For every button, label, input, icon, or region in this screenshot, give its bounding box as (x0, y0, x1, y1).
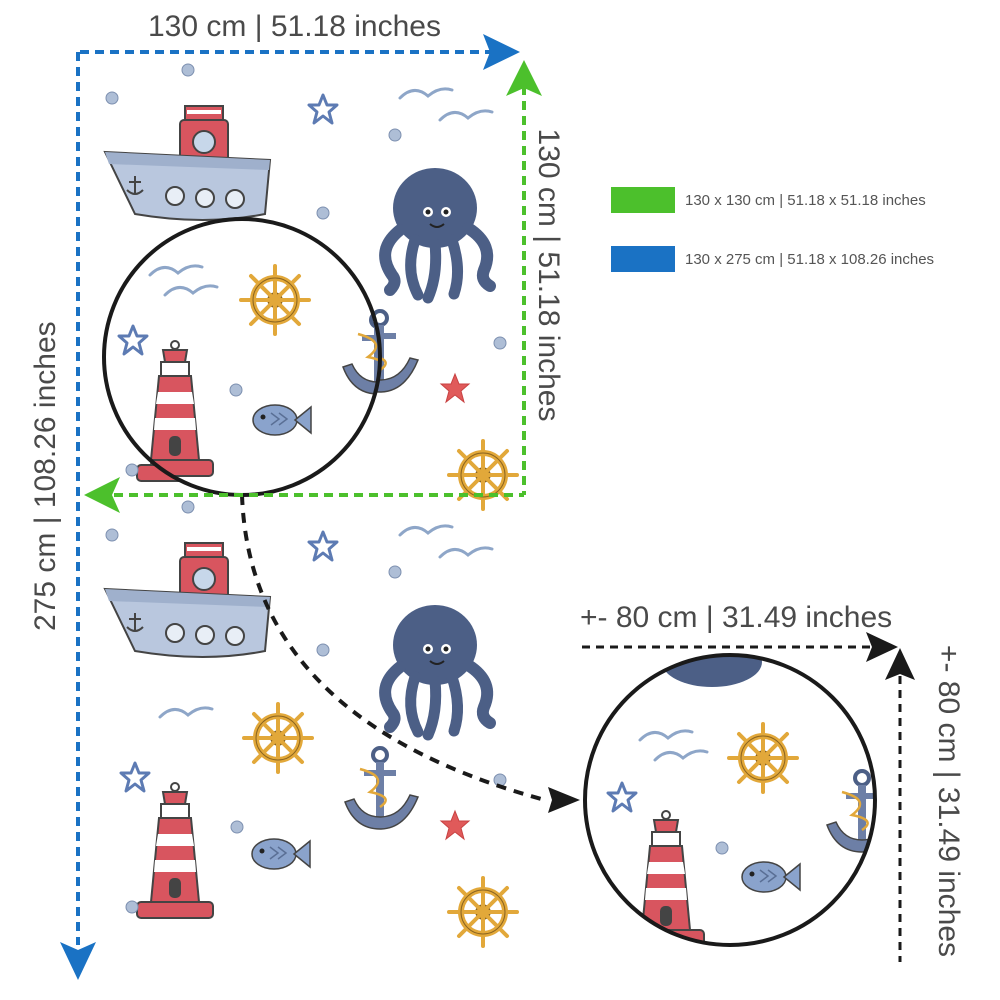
zoom-circle (583, 653, 877, 947)
legend-item-full: 130 x 275 cm | 51.18 x 108.26 inches (611, 246, 934, 272)
dimension-square-height: 130 cm | 51.18 inches (532, 128, 565, 422)
zoom-dimension-lines (582, 632, 915, 962)
connector-arrow (240, 494, 580, 813)
blue-dimension-lines (60, 34, 520, 980)
pattern-repeat-bottom (105, 501, 517, 946)
magnifier-circle (102, 217, 382, 497)
wallpaper-pattern (105, 64, 517, 946)
dimension-full-height: 275 cm | 108.26 inches (29, 321, 62, 631)
legend-item-square: 130 x 130 cm | 51.18 x 51.18 inches (611, 187, 926, 213)
legend-label-full: 130 x 275 cm | 51.18 x 108.26 inches (685, 250, 935, 268)
legend-label-square: 130 x 130 cm | 51.18 x 51.18 inches (685, 191, 926, 209)
dimension-top-width: 130 cm | 51.18 inches (148, 10, 441, 43)
dimension-zoom-width: +- 80 cm | 31.49 inches (580, 601, 893, 634)
legend-swatch-blue (611, 246, 675, 272)
green-dimension-lines (84, 60, 542, 513)
legend-swatch-green (611, 187, 675, 213)
dimension-zoom-height: +- 80 cm | 31.49 inches (932, 644, 965, 958)
